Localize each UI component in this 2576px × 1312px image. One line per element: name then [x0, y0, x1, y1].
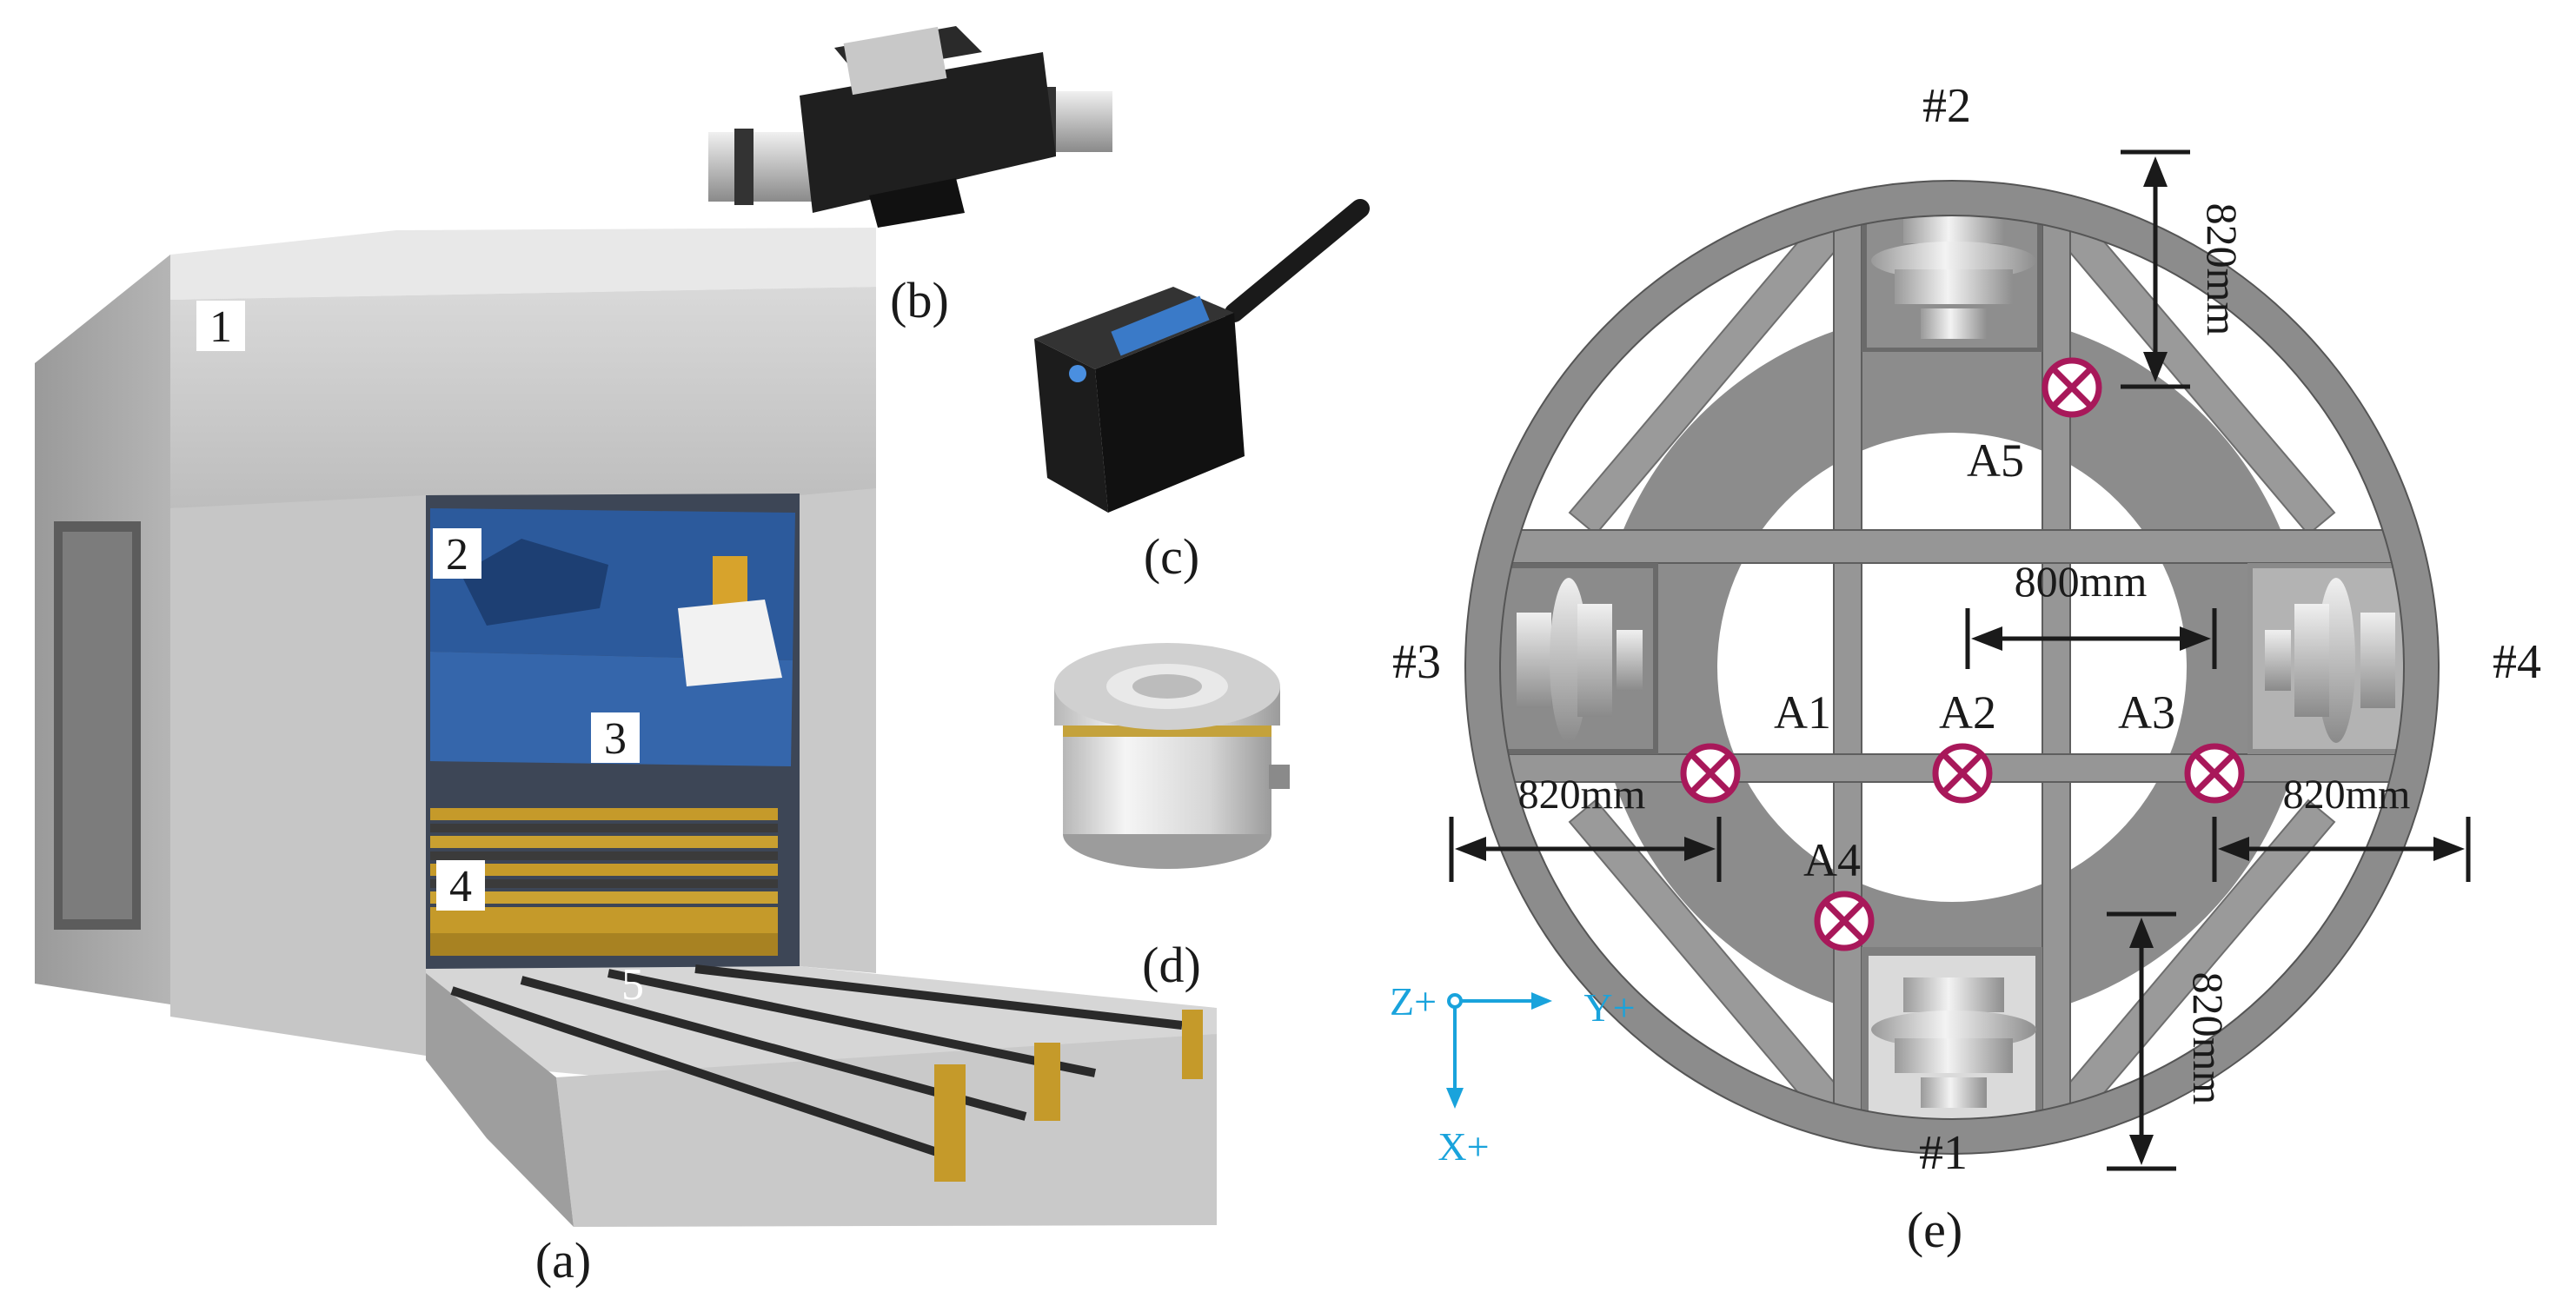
panel-label-a: (a)	[535, 1232, 591, 1289]
axis-label-z: Z+	[1390, 979, 1437, 1024]
panel-b-torque-sensor: (b)	[708, 26, 1112, 328]
dimension-lines	[1449, 149, 2471, 1171]
front-wall-upper	[170, 287, 876, 508]
marker-a2-icon	[1932, 743, 1993, 804]
roof-top	[170, 228, 876, 300]
point-label-a2: A2	[1939, 686, 1996, 739]
marker-a1-icon	[1680, 743, 1741, 804]
front-left-pillar	[170, 495, 426, 1056]
point-label-a1: A1	[1774, 686, 1831, 739]
antenna	[1225, 199, 1370, 322]
dim-left-horizontal: 820mm	[1518, 772, 1646, 818]
panel-label-e: (e)	[1907, 1202, 1962, 1258]
panel-label-d: (d)	[1142, 937, 1201, 993]
gold-plate-stack	[430, 808, 778, 956]
jack-right	[2265, 578, 2395, 743]
side-label-left: #3	[1392, 635, 1441, 689]
coordinate-axes: Z+ Y+ X+	[1390, 979, 1636, 1169]
dim-center-horizontal: 800mm	[2015, 557, 2148, 606]
tag-4: 4	[449, 862, 472, 911]
blue-loading-frame	[430, 508, 795, 766]
dim-top-vertical: 820mm	[2198, 203, 2247, 336]
measuring-point-markers	[1680, 357, 2245, 951]
front-right-pillar	[800, 488, 876, 973]
dim-right-horizontal: 820mm	[2283, 772, 2411, 818]
point-label-a5: A5	[1967, 434, 2024, 487]
marker-a5-icon	[2042, 357, 2102, 418]
axis-label-x: X+	[1437, 1124, 1489, 1169]
panel-label-c: (c)	[1144, 528, 1199, 585]
side-label-bottom: #1	[1919, 1126, 1968, 1180]
jack-bottom	[1871, 977, 2036, 1108]
tag-1: 1	[209, 302, 232, 352]
rail-clamp	[934, 1064, 966, 1182]
marker-a3-icon	[2184, 743, 2245, 804]
panel-e-schematic: 820mm 800mm 820mm 820mm 820mm #2 #1 #3 #…	[1390, 79, 2541, 1258]
apparatus-number-tags: 1 2 3 4 5	[196, 301, 644, 1010]
side-label-right: #4	[2493, 635, 2541, 689]
marker-a4-icon	[1814, 891, 1875, 951]
point-label-a4: A4	[1803, 834, 1861, 886]
tag-2: 2	[446, 530, 468, 580]
outer-ring	[1465, 181, 2439, 1154]
tag-3: 3	[604, 714, 627, 764]
point-label-a3: A3	[2118, 686, 2175, 739]
panel-a-apparatus: 1 2 3 4 5 (a)	[35, 228, 1217, 1289]
jack-left	[1517, 578, 1643, 743]
panel-label-b: (b)	[890, 272, 949, 328]
panel-c-wireless-module: (c)	[1034, 199, 1370, 585]
tag-5: 5	[621, 960, 644, 1010]
axis-label-y: Y+	[1583, 985, 1635, 1030]
panel-d-load-cell: (d)	[1054, 643, 1290, 993]
dim-bottom-vertical: 820mm	[2184, 972, 2233, 1105]
side-label-top: #2	[1922, 79, 1971, 133]
